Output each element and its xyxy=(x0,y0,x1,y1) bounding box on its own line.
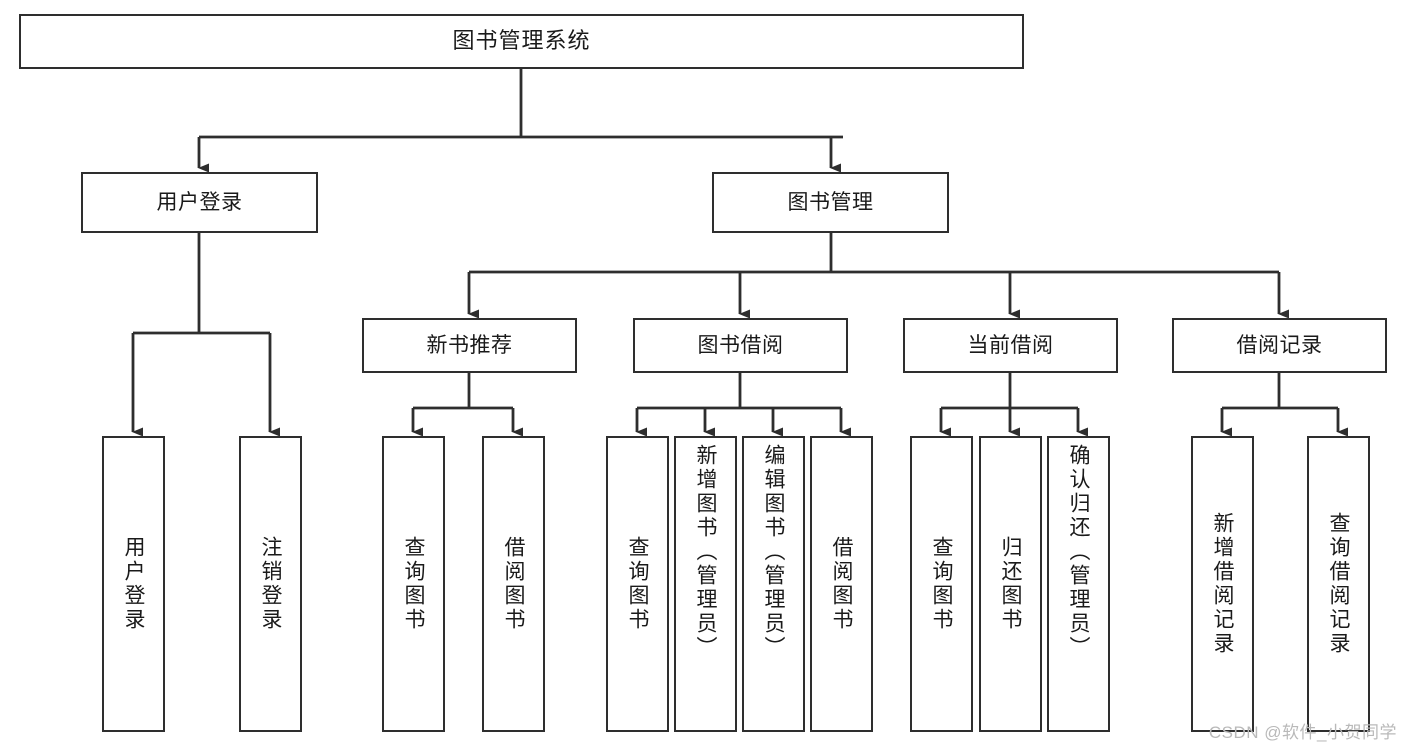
node-label: 借阅图书 xyxy=(830,536,853,632)
node-label: 借阅图书 xyxy=(502,536,525,632)
leaf-logout[interactable]: 注销登录 xyxy=(239,436,302,732)
node-label: 归还图书 xyxy=(999,536,1022,632)
node-label: 查询借阅记录 xyxy=(1327,512,1350,656)
leaf-recommend-query-book[interactable]: 查询图书 xyxy=(382,436,445,732)
csdn-watermark: CSDN @软件_小贺同学 xyxy=(1208,723,1397,742)
node-label: 图书借阅 xyxy=(697,333,784,357)
node-book-management[interactable]: 图书管理 xyxy=(712,172,949,233)
node-new-book-recommendation[interactable]: 新书推荐 xyxy=(362,318,577,373)
node-user-login[interactable]: 用户登录 xyxy=(81,172,318,233)
node-label: 查询图书 xyxy=(930,536,953,632)
node-label: 新增图书（管理员） xyxy=(694,444,717,660)
leaf-return-book[interactable]: 归还图书 xyxy=(979,436,1042,732)
node-current-borrowing[interactable]: 当前借阅 xyxy=(903,318,1118,373)
node-label: 查询图书 xyxy=(626,536,649,632)
leaf-query-borrow-record[interactable]: 查询借阅记录 xyxy=(1307,436,1370,732)
leaf-confirm-return-admin[interactable]: 确认归还（管理员） xyxy=(1047,436,1110,732)
node-label: 查询图书 xyxy=(402,536,425,632)
leaf-add-borrow-record[interactable]: 新增借阅记录 xyxy=(1191,436,1254,732)
node-borrowing-record[interactable]: 借阅记录 xyxy=(1172,318,1387,373)
node-label: 确认归还（管理员） xyxy=(1067,444,1090,660)
node-label: 用户登录 xyxy=(156,190,243,214)
leaf-borrow-book[interactable]: 借阅图书 xyxy=(810,436,873,732)
node-label: 注销登录 xyxy=(259,536,282,632)
leaf-add-book-admin[interactable]: 新增图书（管理员） xyxy=(674,436,737,732)
node-label: 当前借阅 xyxy=(967,333,1054,357)
node-label: 新书推荐 xyxy=(426,333,513,357)
node-label: 用户登录 xyxy=(122,536,145,632)
leaf-borrow-query-book[interactable]: 查询图书 xyxy=(606,436,669,732)
node-label: 图书管理系统 xyxy=(452,28,591,54)
node-label: 图书管理 xyxy=(787,190,874,214)
node-book-borrowing[interactable]: 图书借阅 xyxy=(633,318,848,373)
leaf-current-query-book[interactable]: 查询图书 xyxy=(910,436,973,732)
leaf-recommend-borrow-book[interactable]: 借阅图书 xyxy=(482,436,545,732)
node-root-book-management-system[interactable]: 图书管理系统 xyxy=(19,14,1024,69)
node-label: 新增借阅记录 xyxy=(1211,512,1234,656)
leaf-edit-book-admin[interactable]: 编辑图书（管理员） xyxy=(742,436,805,732)
leaf-user-login[interactable]: 用户登录 xyxy=(102,436,165,732)
node-label: 借阅记录 xyxy=(1236,333,1323,357)
node-label: 编辑图书（管理员） xyxy=(762,444,785,660)
